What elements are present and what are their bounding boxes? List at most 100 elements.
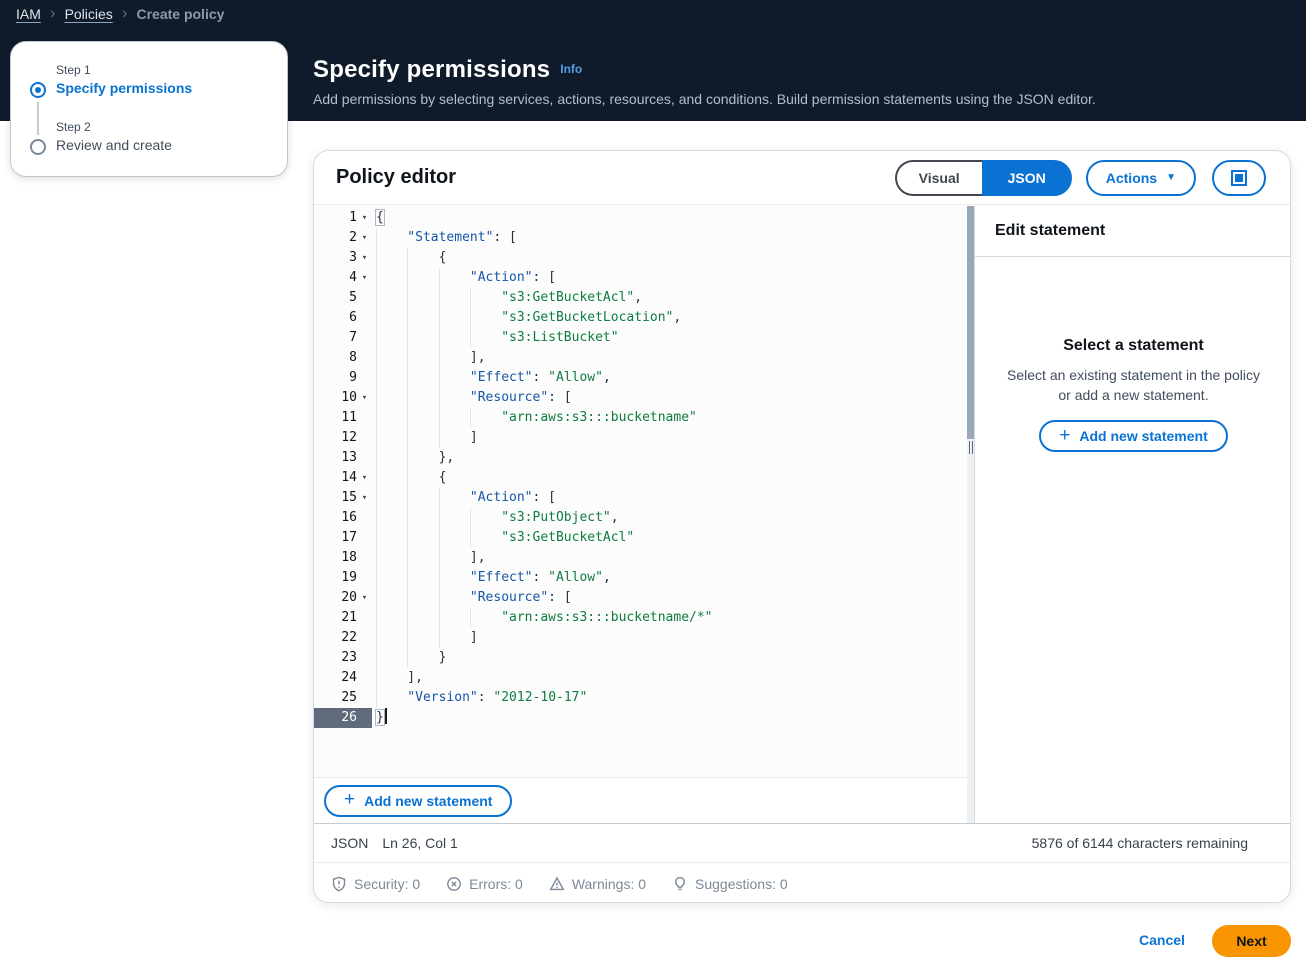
code-line-content: ], — [372, 668, 423, 688]
code-token: ], — [469, 350, 486, 365]
scrollbar-thumb[interactable] — [967, 206, 974, 439]
code-line[interactable]: 24], — [314, 668, 967, 688]
expand-editor-button[interactable] — [1212, 159, 1266, 196]
code-line[interactable]: 16"s3:PutObject", — [314, 508, 967, 528]
code-line[interactable]: 10▾"Resource": [ — [314, 388, 967, 408]
indent-guide — [376, 668, 407, 688]
code-line[interactable]: 15▾"Action": [ — [314, 488, 967, 508]
code-line-content: "arn:aws:s3:::bucketname/*" — [372, 608, 713, 628]
actions-button-label: Actions — [1105, 169, 1158, 186]
line-number: 20▾ — [314, 588, 372, 608]
panel-add-new-statement-button[interactable]: + Add new statement — [1039, 420, 1228, 452]
indent-guide — [438, 388, 470, 408]
indent-guide — [407, 588, 438, 608]
code-token: "Action" — [469, 490, 533, 505]
issue-counter-suggestions[interactable]: Suggestions: 0 — [672, 876, 788, 892]
add-new-statement-button[interactable]: + Add new statement — [324, 784, 513, 817]
code-line[interactable]: 18], — [314, 548, 967, 568]
code-line[interactable]: 6"s3:GetBucketLocation", — [314, 308, 967, 328]
indent-guide — [438, 348, 470, 368]
fold-arrow-icon[interactable]: ▾ — [361, 253, 368, 263]
code-line-content: "Resource": [ — [372, 588, 572, 608]
actions-button[interactable]: Actions ▼ — [1085, 159, 1196, 196]
line-number: 19 — [341, 570, 357, 585]
code-line[interactable]: 3▾{ — [314, 248, 967, 268]
next-button[interactable]: Next — [1212, 925, 1291, 957]
cancel-button[interactable]: Cancel — [1139, 932, 1185, 948]
breadcrumb-item-iam[interactable]: IAM — [16, 5, 41, 22]
panel-resize-handle[interactable] — [967, 441, 974, 454]
code-line[interactable]: 11"arn:aws:s3:::bucketname" — [314, 408, 967, 428]
code-line[interactable]: 23} — [314, 648, 967, 668]
editor-mode-toggle: Visual JSON — [894, 159, 1072, 196]
step2-link[interactable]: Review and create — [56, 137, 172, 153]
visual-tab[interactable]: Visual — [894, 159, 982, 196]
indent-guide — [407, 468, 438, 488]
code-line[interactable]: 1▾{ — [314, 208, 967, 228]
indent-guide — [438, 428, 470, 448]
code-token: ] — [469, 630, 478, 645]
code-line[interactable]: 22] — [314, 628, 967, 648]
code-line[interactable]: 5"s3:GetBucketAcl", — [314, 288, 967, 308]
step1-label: Step 1 — [56, 63, 91, 77]
code-line-content: "Action": [ — [372, 488, 556, 508]
line-number: 12 — [341, 430, 357, 445]
code-line-content: ] — [372, 428, 478, 448]
code-line[interactable]: 26} — [314, 708, 967, 728]
code-line[interactable]: 19"Effect": "Allow", — [314, 568, 967, 588]
page-title: Specify permissions — [313, 56, 551, 83]
fold-arrow-icon[interactable]: ▾ — [361, 393, 368, 403]
indent-guide — [438, 528, 470, 548]
info-link[interactable]: Info — [560, 62, 583, 76]
indent-guide — [407, 428, 438, 448]
indent-guide — [376, 508, 407, 528]
code-token: , — [610, 510, 619, 525]
breadcrumb-item-policies[interactable]: Policies — [64, 5, 113, 22]
fold-arrow-icon[interactable]: ▾ — [361, 233, 368, 243]
indent-guide — [407, 288, 438, 308]
code-line[interactable]: 20▾"Resource": [ — [314, 588, 967, 608]
plus-icon: + — [1059, 424, 1071, 446]
issue-counter-errors[interactable]: Errors: 0 — [446, 876, 523, 892]
fold-arrow-icon[interactable]: ▾ — [361, 273, 368, 283]
code-line[interactable]: 8], — [314, 348, 967, 368]
json-tab[interactable]: JSON — [981, 159, 1072, 196]
code-token: : [ — [548, 390, 572, 405]
issue-counter-warnings[interactable]: Warnings: 0 — [549, 876, 646, 892]
line-number: 22 — [341, 630, 357, 645]
fold-arrow-icon[interactable]: ▾ — [361, 493, 368, 503]
code-line[interactable]: 2▾"Statement": [ — [314, 228, 967, 248]
line-number: 14▾ — [314, 468, 372, 488]
json-code-editor[interactable]: 1▾{2▾"Statement": [3▾{4▾"Action": [5"s3:… — [314, 206, 967, 777]
code-token: : [ — [532, 490, 556, 505]
code-line[interactable]: 17"s3:GetBucketAcl" — [314, 528, 967, 548]
indent-guide — [438, 548, 470, 568]
code-line[interactable]: 25"Version": "2012-10-17" — [314, 688, 967, 708]
step2-radio-icon[interactable] — [30, 139, 46, 155]
code-line-content: "s3:PutObject", — [372, 508, 619, 528]
policy-editor-title: Policy editor — [336, 166, 457, 188]
scrollbar-track[interactable] — [967, 206, 974, 823]
edit-statement-panel-body: Select a statement Select an existing st… — [975, 337, 1290, 452]
indent-guide — [376, 428, 407, 448]
code-line[interactable]: 21"arn:aws:s3:::bucketname/*" — [314, 608, 967, 628]
fold-arrow-icon[interactable]: ▾ — [361, 593, 368, 603]
code-line-content: ] — [372, 628, 478, 648]
fold-arrow-icon[interactable]: ▾ — [361, 213, 368, 223]
step1-radio-icon[interactable] — [30, 82, 46, 98]
code-line[interactable]: 9"Effect": "Allow", — [314, 368, 967, 388]
code-line[interactable]: 14▾ { — [314, 468, 967, 488]
code-line[interactable]: 13}, — [314, 448, 967, 468]
fold-arrow-icon[interactable]: ▾ — [361, 473, 368, 483]
code-token: { — [438, 470, 447, 485]
issue-counter-label: Warnings: 0 — [571, 875, 647, 892]
code-line[interactable]: 7"s3:ListBucket" — [314, 328, 967, 348]
indent-guide — [376, 288, 407, 308]
code-line[interactable]: 4▾"Action": [ — [314, 268, 967, 288]
indent-guide — [376, 688, 407, 708]
shield-alert-icon — [331, 876, 347, 892]
line-number: 6 — [349, 310, 357, 325]
step1-link[interactable]: Specify permissions — [56, 80, 193, 96]
issue-counter-security[interactable]: Security: 0 — [331, 876, 420, 892]
code-line[interactable]: 12] — [314, 428, 967, 448]
